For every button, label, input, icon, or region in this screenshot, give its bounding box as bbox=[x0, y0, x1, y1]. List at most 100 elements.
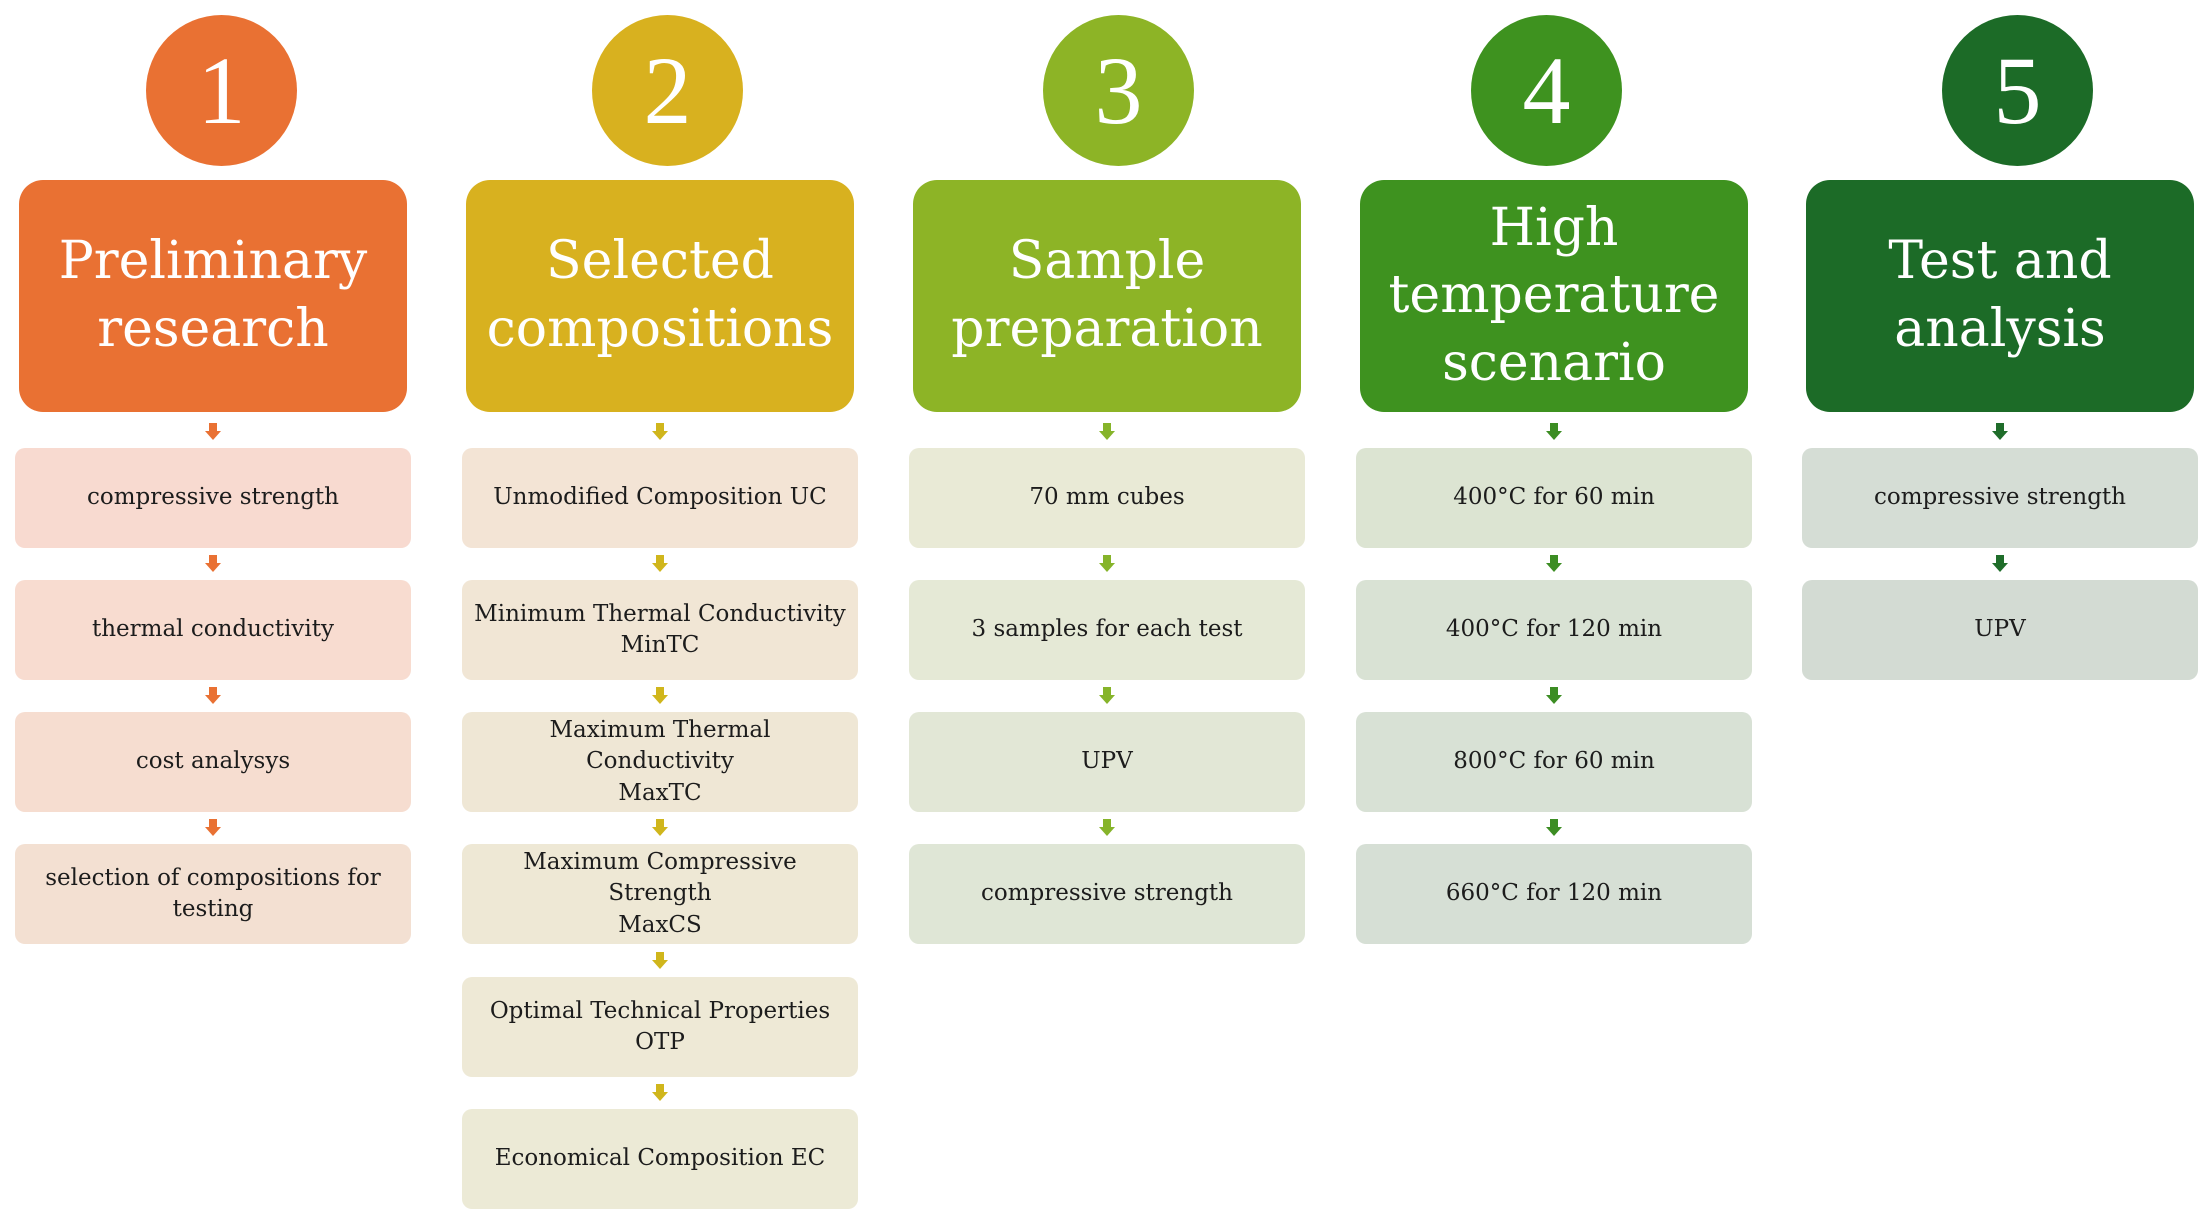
step-text-line: 400°C for 120 min bbox=[1445, 616, 1663, 643]
arrow-stem bbox=[209, 687, 217, 696]
step-text: compressive strength bbox=[1874, 482, 2126, 513]
step-text: 400°C for 120 min bbox=[1446, 614, 1662, 645]
down-arrow-icon bbox=[652, 687, 668, 705]
step-text: 800°C for 60 min bbox=[1453, 746, 1655, 777]
column-header-line: analysis bbox=[1894, 299, 2106, 359]
step-text-line: OTP bbox=[635, 1029, 685, 1055]
step-text: UPV bbox=[1081, 746, 1132, 777]
step-box: Economical Composition EC bbox=[462, 1109, 858, 1209]
arrow-head bbox=[652, 1092, 668, 1101]
arrow-head bbox=[1546, 827, 1562, 836]
down-arrow-icon bbox=[652, 555, 668, 573]
arrow-head bbox=[1099, 431, 1115, 440]
arrow-stem bbox=[656, 555, 664, 564]
arrow-head bbox=[652, 563, 668, 572]
step-text-line: MinTC bbox=[620, 632, 700, 658]
step-box: Unmodified Composition UC bbox=[462, 448, 858, 548]
step-text-line: testing bbox=[172, 896, 254, 922]
arrow-head bbox=[1546, 695, 1562, 704]
arrow-stem bbox=[1996, 555, 2004, 564]
down-arrow-icon bbox=[205, 555, 221, 573]
column-header-line: temperature bbox=[1388, 265, 1720, 326]
down-arrow-icon bbox=[205, 423, 221, 441]
step-text-line: UPV bbox=[1081, 748, 1133, 775]
down-arrow-icon bbox=[205, 819, 221, 837]
step-box: 70 mm cubes bbox=[909, 448, 1305, 548]
step-text-line: compressive strength bbox=[981, 880, 1233, 907]
arrow-stem bbox=[209, 819, 217, 828]
column-header-line: research bbox=[97, 299, 329, 359]
arrow-stem bbox=[1103, 555, 1111, 564]
step-box: UPV bbox=[909, 712, 1305, 812]
step-number-badge: 5 bbox=[1942, 15, 2093, 166]
step-text-line: 660°C for 120 min bbox=[1445, 880, 1663, 907]
step-text-line: UPV bbox=[1974, 616, 2026, 643]
down-arrow-icon bbox=[1099, 555, 1115, 573]
down-arrow-icon bbox=[1546, 423, 1562, 441]
step-text: compressive strength bbox=[981, 878, 1233, 909]
step-box: compressive strength bbox=[1802, 448, 2198, 548]
arrow-stem bbox=[209, 423, 217, 432]
column-header-line: Sample bbox=[1008, 231, 1206, 292]
arrow-stem bbox=[1103, 687, 1111, 696]
column-header-line: Selected bbox=[546, 231, 774, 292]
step-number-badge: 3 bbox=[1043, 15, 1194, 166]
step-box: UPV bbox=[1802, 580, 2198, 680]
arrow-stem bbox=[656, 952, 664, 961]
arrow-head bbox=[652, 695, 668, 704]
step-box: compressive strength bbox=[909, 844, 1305, 944]
step-box: 3 samples for each test bbox=[909, 580, 1305, 680]
arrow-stem bbox=[656, 687, 664, 696]
step-box: thermal conductivity bbox=[15, 580, 411, 680]
arrow-stem bbox=[656, 423, 664, 432]
arrow-head bbox=[205, 563, 221, 572]
down-arrow-icon bbox=[1099, 687, 1115, 705]
step-number-badge: 1 bbox=[146, 15, 297, 166]
step-box: 660°C for 120 min bbox=[1356, 844, 1752, 944]
step-text-line: compressive strength bbox=[87, 484, 339, 511]
arrow-stem bbox=[1996, 423, 2004, 432]
arrow-head bbox=[1992, 563, 2008, 572]
step-box: 800°C for 60 min bbox=[1356, 712, 1752, 812]
column-header: Preliminary research bbox=[19, 180, 407, 412]
step-box: 400°C for 60 min bbox=[1356, 448, 1752, 548]
down-arrow-icon bbox=[1099, 819, 1115, 837]
arrow-head bbox=[1546, 563, 1562, 572]
arrow-stem bbox=[1103, 819, 1111, 828]
step-box: 400°C for 120 min bbox=[1356, 580, 1752, 680]
step-text-line: cost analysys bbox=[135, 748, 291, 775]
down-arrow-icon bbox=[652, 1084, 668, 1102]
arrow-stem bbox=[1550, 555, 1558, 564]
step-number-badge: 4 bbox=[1471, 15, 1622, 166]
arrow-head bbox=[1992, 431, 2008, 440]
arrow-stem bbox=[1550, 687, 1558, 696]
step-text-line: 800°C for 60 min bbox=[1453, 748, 1655, 775]
column-header-line: High bbox=[1489, 197, 1619, 258]
down-arrow-icon bbox=[1546, 555, 1562, 573]
arrow-stem bbox=[656, 1084, 664, 1093]
column-header-line: Preliminary bbox=[58, 231, 368, 292]
step-text-line: Minimum Thermal Conductivity bbox=[474, 600, 846, 627]
step-text: Unmodified Composition UC bbox=[493, 482, 826, 513]
step-text-line: Maximum Compressive Strength bbox=[523, 849, 797, 907]
arrow-stem bbox=[1550, 819, 1558, 828]
step-text-line: 70 mm cubes bbox=[1029, 484, 1185, 511]
step-text-line: Economical Composition EC bbox=[494, 1145, 826, 1172]
step-text: UPV bbox=[1974, 614, 2025, 645]
step-text: 70 mm cubes bbox=[1029, 482, 1184, 513]
step-text-line: selection of compositions for bbox=[45, 864, 381, 891]
step-text: selection of compositions for testing bbox=[45, 863, 381, 925]
